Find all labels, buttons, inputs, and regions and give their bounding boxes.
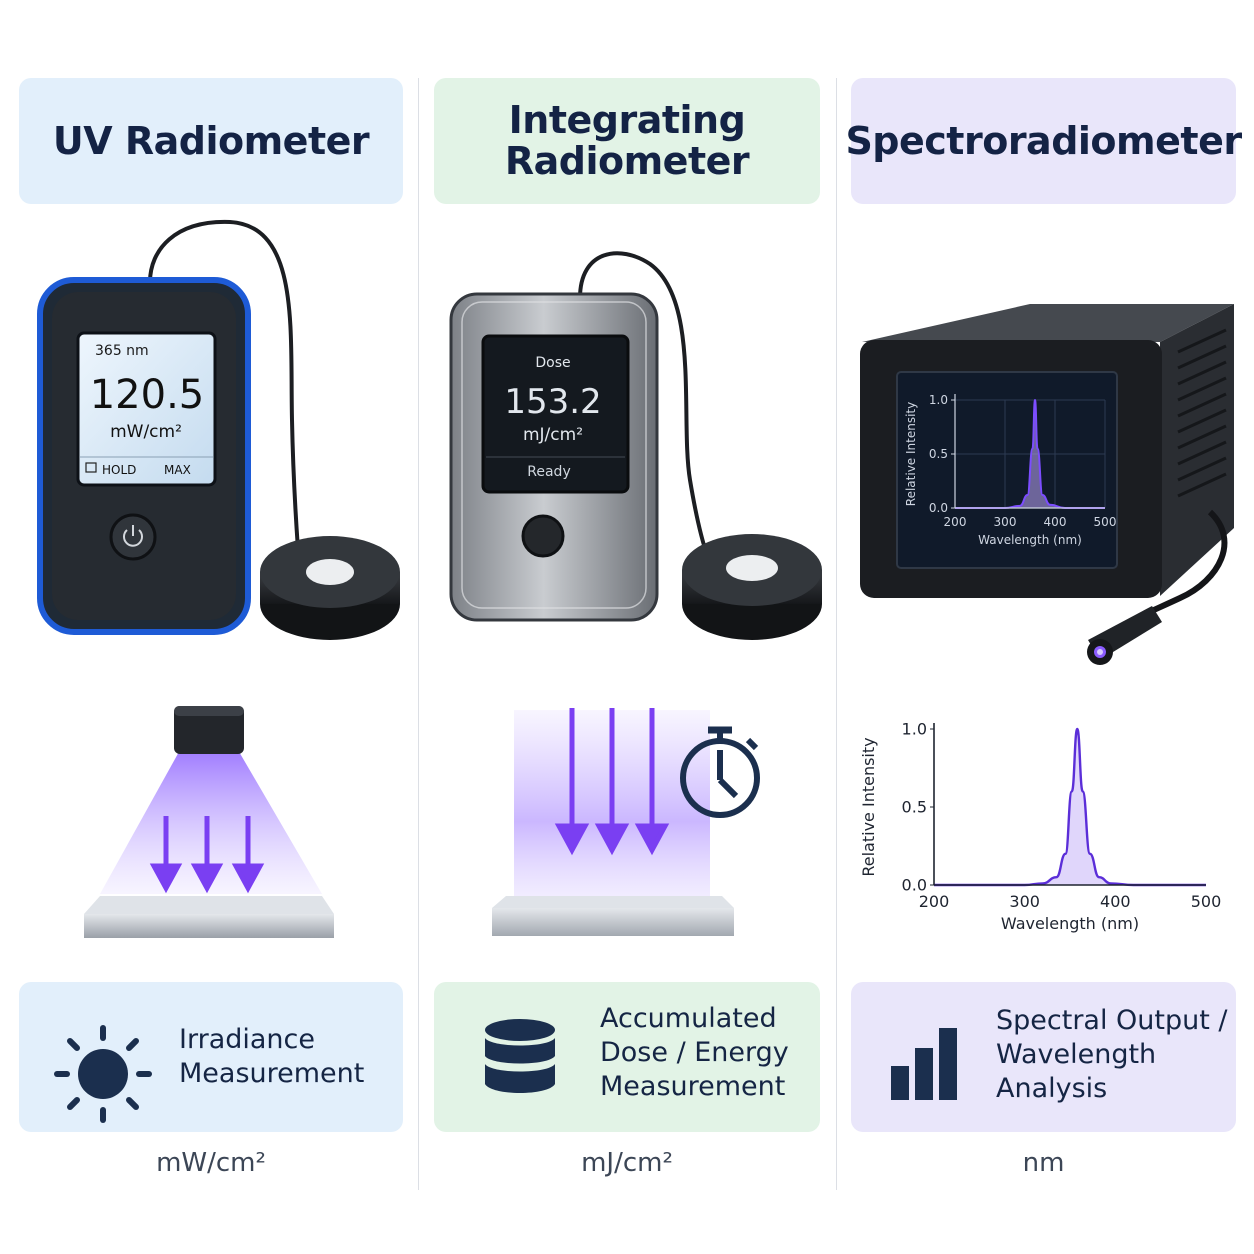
uv-radiometer-title: UV Radiometer [52,118,370,163]
x-axis-label: Wavelength (nm) [978,533,1082,547]
integrating-radiometer-title-card: Integrating Radiometer [434,78,820,204]
y-tick-label-2: 1.0 [929,393,948,407]
power-icon [123,529,143,547]
feature-line: Dose / Energy [600,1037,789,1068]
target-surface [84,896,334,914]
integrator-screen [481,334,630,494]
meter-wavelength: 365 nm [95,343,149,359]
integrator-cable [578,251,722,582]
unit-irradiance: mW/cm² [156,1148,266,1178]
x-tick-label-2: 400 [1044,515,1067,529]
spectroradiometer-title-card: Spectroradiometer [845,78,1242,204]
dose-unit: mJ/cm² [523,425,583,445]
feature-line: Measurement [600,1071,786,1102]
power-button [109,513,157,561]
x-tick-label-0: 200 [944,515,967,529]
irradiance-card: Irradiance Measurement [19,982,403,1132]
unit-dose: mJ/cm² [581,1148,673,1178]
irradiance-arrows [149,816,265,894]
status-label: Ready [527,464,570,480]
sun-icon [54,1025,152,1123]
dose-label-text: Accumulated Dose / Energy Measurement [600,1002,789,1104]
meter-screen [76,331,217,487]
light-cone [100,750,322,894]
feature-line: Wavelength [996,1039,1157,1070]
spectro-side [1160,304,1234,596]
hold-label: HOLD [102,463,136,477]
y-tick-label-1: 0.5 [902,798,927,817]
x-tick-label-3: 500 [1094,515,1117,529]
y-axis-label: Relative Intensity [859,737,878,876]
stopwatch-icon [680,726,760,818]
dose-arrows [554,708,670,856]
dose-card: Accumulated Dose / Energy Measurement [434,982,820,1132]
feature-line: Measurement [179,1058,365,1089]
y-tick-label-2: 1.0 [902,720,927,739]
spectrum-line [955,398,1105,509]
start-button [521,514,565,558]
y-tick-label-0: 0.0 [902,876,927,895]
spectro-screen [896,371,1118,569]
irradiance-label: Irradiance Measurement [179,1023,364,1091]
meter-unit: mW/cm² [110,422,182,442]
unit-wavelength: nm [1022,1148,1065,1178]
spectro-top [862,304,1234,342]
integrating-radiometer-title: Integrating Radiometer [504,98,750,183]
spectroradiometer-title: Spectroradiometer [845,118,1242,163]
x-axis-label: Wavelength (nm) [1001,914,1139,933]
fiber-probe [1087,606,1162,665]
column-divider-2 [836,78,837,1190]
dose-label: Dose [535,355,570,371]
y-tick-label-0: 0.0 [929,501,948,515]
max-label: MAX [164,463,191,477]
x-tick-label-1: 300 [1009,892,1040,911]
spectrum-line [934,727,1206,887]
column-divider-1 [418,78,419,1190]
feature-line: Spectral Output / [996,1005,1228,1036]
title-line: UV Radiometer [52,118,370,163]
sensor-cable [148,219,302,591]
y-tick-label-1: 0.5 [929,447,948,461]
bar-chart-icon [891,1028,957,1100]
dose-reading: 153.2 [504,382,601,422]
meter-reading: 120.5 [90,372,205,418]
uv-lamp [174,706,244,754]
irradiance-illustration [84,706,334,938]
battery-icon [85,462,97,473]
title-line: Integrating [508,98,746,142]
x-tick-label-1: 300 [994,515,1017,529]
title-line: Spectroradiometer [845,118,1242,163]
vent-slots [1177,328,1227,498]
dose-illustration [492,708,760,936]
uv-radiometer-title-card: UV Radiometer [19,78,403,204]
x-tick-label-0: 200 [919,892,950,911]
feature-line: Analysis [996,1073,1108,1104]
y-axis-label: Relative Intensity [904,402,918,506]
title-line: Radiometer [504,139,750,183]
x-tick-label-2: 400 [1100,892,1131,911]
dose-target-surface [492,896,734,908]
x-tick-label-3: 500 [1191,892,1222,911]
feature-line: Irradiance [179,1024,315,1055]
feature-line: Accumulated [600,1003,777,1034]
spectral-card: Spectral Output / Wavelength Analysis [851,982,1236,1132]
spectral-label: Spectral Output / Wavelength Analysis [996,1004,1228,1106]
database-icon [485,1019,555,1093]
